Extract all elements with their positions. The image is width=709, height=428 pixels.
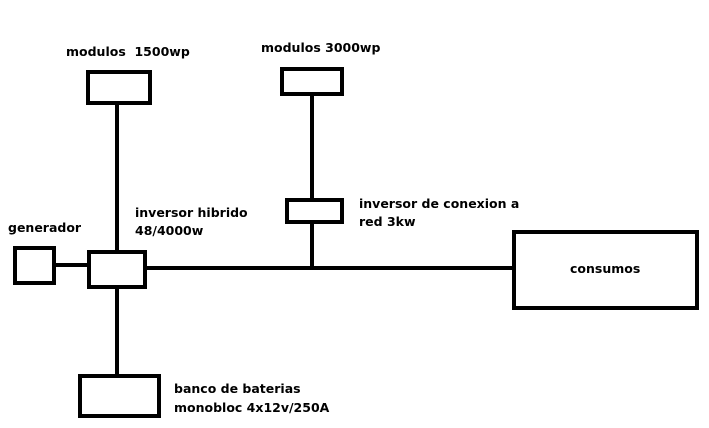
consumos-label: consumos bbox=[570, 261, 640, 276]
banco-baterias-box bbox=[78, 374, 161, 418]
modulos-1500wp-label: modulos 1500wp bbox=[66, 44, 190, 59]
consumos-box bbox=[512, 230, 699, 310]
inversor-hibrido-label-line2: 48/4000w bbox=[135, 223, 204, 238]
inversor-conexion-red-label-line1: inversor de conexion a bbox=[359, 196, 519, 211]
banco-baterias-label-line1: banco de baterias bbox=[174, 381, 301, 396]
generador-box bbox=[13, 246, 56, 285]
modulos-1500wp-box bbox=[86, 70, 152, 105]
inversor-hibrido-label-line1: inversor hibrido bbox=[135, 205, 248, 220]
banco-baterias-label-line2: monobloc 4x12v/250A bbox=[174, 400, 330, 415]
modulos-3000wp-box bbox=[280, 67, 344, 96]
inversor-conexion-red-label-line2: red 3kw bbox=[359, 214, 416, 229]
inversor-hibrido-box bbox=[87, 250, 147, 289]
generador-label: generador bbox=[8, 220, 82, 235]
inversor-conexion-red-box bbox=[285, 198, 344, 224]
modulos-3000wp-label: modulos 3000wp bbox=[261, 40, 380, 55]
